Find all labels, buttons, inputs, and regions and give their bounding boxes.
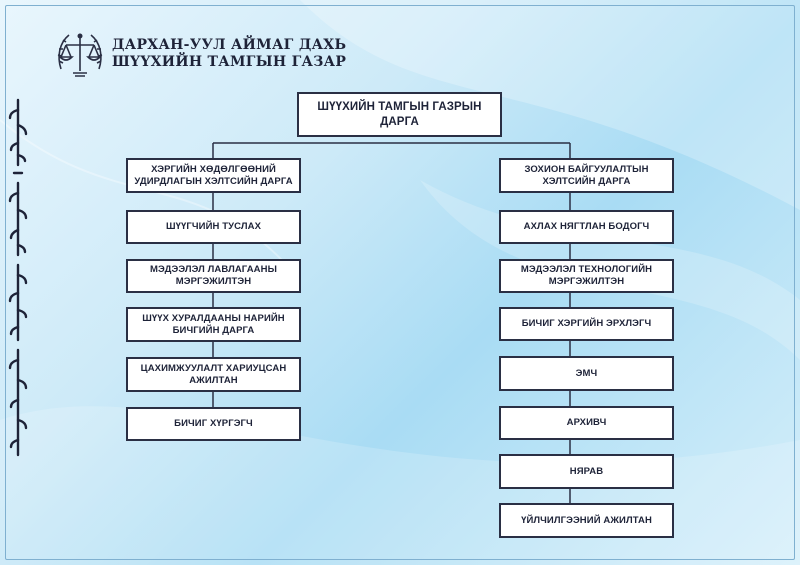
title-line-2: ШҮҮХИЙН ТАМГЫН ГАЗАР — [112, 54, 347, 70]
organization-title: ДАРХАН-УУЛ АЙМАГ ДАХЬ ШҮҮХИЙН ТАМГЫН ГАЗ… — [112, 37, 346, 71]
right-department-head-box: ЗОХИОН БАЙГУУЛАЛТЫН ХЭЛТСИЙН ДАРГА — [499, 158, 674, 193]
left-position-box: МЭДЭЭЛЭЛ ЛАВЛАГААНЫ МЭРГЭЖИЛТЭН — [126, 259, 301, 293]
mongolian-script-text — [8, 98, 28, 457]
left-position-box: БИЧИГ ХҮРГЭГЧ — [126, 407, 301, 441]
scales-of-justice-icon — [57, 33, 103, 77]
right-position-box: ЭМЧ — [499, 356, 674, 391]
left-position-box: ШҮҮХ ХУРАЛДААНЫ НАРИЙН БИЧГИЙН ДАРГА — [126, 307, 301, 342]
right-position-box: БИЧИГ ХЭРГИЙН ЭРХЛЭГЧ — [499, 307, 674, 341]
left-position-box: ШҮҮГЧИЙН ТУСЛАХ — [126, 210, 301, 244]
left-position-box: ЦАХИМЖУУЛАЛТ ХАРИУЦСАН АЖИЛТАН — [126, 357, 301, 392]
right-position-box: АРХИВЧ — [499, 406, 674, 440]
page-frame — [5, 5, 795, 560]
right-position-box: НЯРАВ — [499, 454, 674, 489]
title-line-1: ДАРХАН-УУЛ АЙМАГ ДАХЬ — [112, 37, 347, 53]
director-box: ШҮҮХИЙН ТАМГЫН ГАЗРЫН ДАРГА — [297, 92, 502, 137]
right-position-box: АХЛАХ НЯГТЛАН БОДОГЧ — [499, 210, 674, 244]
right-position-box: МЭДЭЭЛЭЛ ТЕХНОЛОГИЙН МЭРГЭЖИЛТЭН — [499, 259, 674, 293]
right-position-box: ҮЙЛЧИЛГЭЭНИЙ АЖИЛТАН — [499, 503, 674, 538]
left-department-head-box: ХЭРГИЙН ХӨДӨЛГӨӨНИЙ УДИРДЛАГЫН ХЭЛТСИЙН … — [126, 158, 301, 193]
